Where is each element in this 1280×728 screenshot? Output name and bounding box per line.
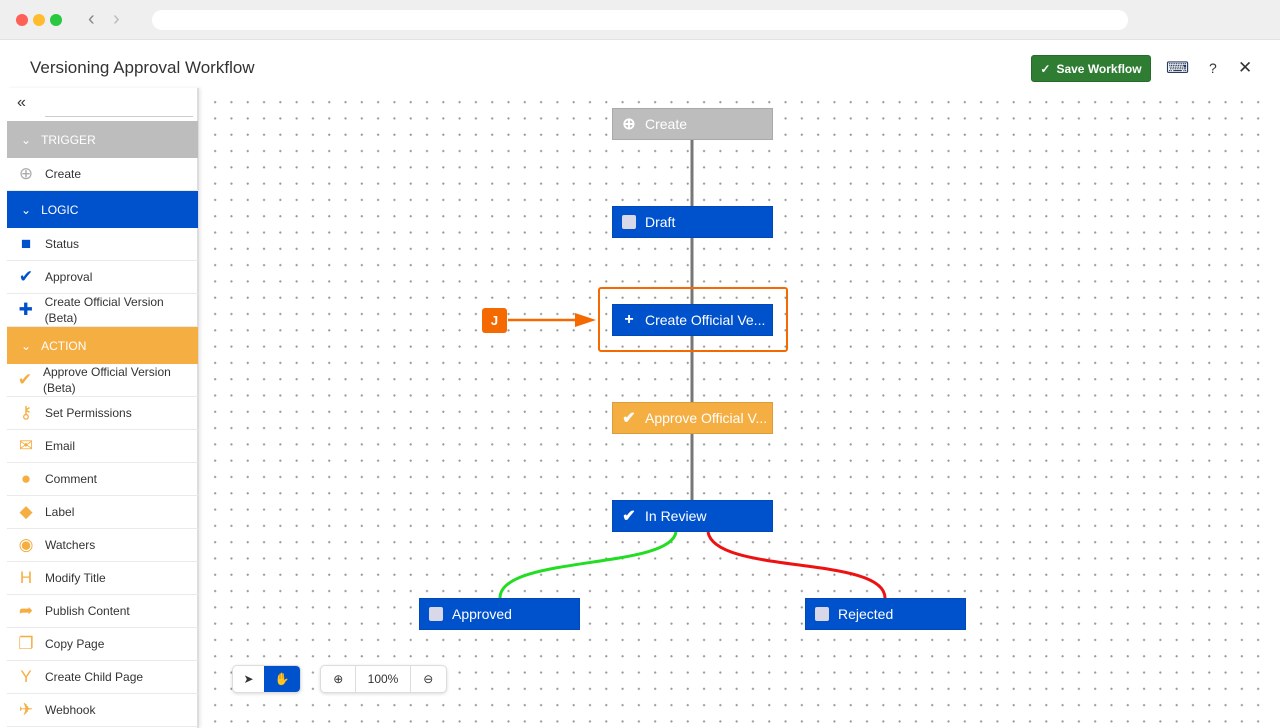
minimize-window-button[interactable] (33, 14, 45, 26)
save-workflow-button[interactable]: ✓Save Workflow (1031, 55, 1151, 82)
square-icon (622, 215, 636, 229)
sidebar-item[interactable]: ✚Create Official Version (Beta) (7, 294, 198, 327)
address-bar[interactable] (152, 10, 1128, 30)
maximize-window-button[interactable] (50, 14, 62, 26)
annotation-badge: J (482, 308, 507, 333)
check-icon: ✓ (1040, 61, 1051, 76)
workflow-node-rejected[interactable]: Rejected (805, 598, 966, 630)
forward-icon[interactable]: › (113, 8, 120, 30)
select-tool-button[interactable]: ➤ (233, 666, 264, 692)
group-header-action[interactable]: ⌄ACTION (7, 327, 198, 364)
publish-icon: ➦ (18, 601, 34, 620)
browser-chrome: ‹ › (0, 0, 1280, 40)
group-header-trigger[interactable]: ⌄TRIGGER (7, 121, 198, 158)
square-icon (815, 607, 829, 621)
sidebar-item[interactable]: ✉Email (7, 430, 198, 463)
eye-icon: ◉ (18, 535, 34, 554)
pan-tool-button[interactable]: ✋ (264, 666, 300, 692)
sidebar-item[interactable]: ●Comment (7, 463, 198, 496)
plane-icon: ✈ (18, 700, 34, 719)
sidebar: « ⌄TRIGGER⊕Create⌄LOGIC■Status✔Approval✚… (7, 88, 199, 728)
zoom-out-button[interactable]: ⊖ (411, 666, 446, 692)
sidebar-item[interactable]: ⊕Create (7, 158, 198, 191)
plus-icon: ✚ (18, 300, 33, 319)
chevron-down-icon: ⌄ (21, 338, 32, 353)
workflow-node-in-review[interactable]: ✔In Review (612, 500, 773, 532)
help-button[interactable]: ? (1209, 60, 1217, 76)
workflow-node-approve-official-v[interactable]: ✔Approve Official V... (612, 402, 773, 434)
group-header-logic[interactable]: ⌄LOGIC (7, 191, 198, 228)
hand-icon: ✋ (274, 672, 290, 686)
keyboard-icon[interactable]: ⌨ (1166, 60, 1190, 77)
chevron-down-icon: ⌄ (21, 132, 32, 147)
zoom-level: 100% (356, 666, 411, 692)
workflow-node-draft[interactable]: Draft (612, 206, 773, 238)
zoom-out-icon: ⊖ (423, 672, 434, 686)
highlight-box (598, 287, 788, 352)
tag-icon: ◆ (19, 502, 33, 521)
sidebar-item[interactable]: ✔Approve Official Version (Beta) (7, 364, 198, 397)
envelope-icon: ✉ (18, 436, 34, 455)
plus-icon: + (624, 311, 634, 328)
workflow-node-create[interactable]: ⊕Create (612, 108, 773, 140)
check-icon: ✔ (17, 370, 33, 389)
component-list: ⌄TRIGGER⊕Create⌄LOGIC■Status✔Approval✚Cr… (7, 121, 198, 727)
close-button[interactable]: ✕ (1238, 58, 1253, 77)
comment-icon: ● (20, 469, 32, 488)
check-icon: ✔ (18, 267, 34, 286)
sidebar-item[interactable]: ■Status (7, 228, 198, 261)
workflow-node-approved[interactable]: Approved (419, 598, 580, 630)
sidebar-item[interactable]: ➦Publish Content (7, 595, 198, 628)
pointer-icon: ➤ (243, 672, 254, 686)
plus-circle-icon: ⊕ (622, 116, 636, 133)
back-icon[interactable]: ‹ (88, 8, 95, 30)
check-icon: ✔ (622, 410, 636, 427)
square-icon (429, 607, 443, 621)
child-icon: Y (20, 667, 32, 686)
tool-switcher: ➤ ✋ (232, 665, 301, 693)
plus-circle-icon: ⊕ (18, 164, 34, 183)
page-title: Versioning Approval Workflow (30, 58, 255, 77)
sidebar-item[interactable]: ⚷Set Permissions (7, 397, 198, 430)
sidebar-item[interactable]: ❐Copy Page (7, 628, 198, 661)
sidebar-item[interactable]: ✈Webhook (7, 694, 198, 727)
workflow-node-create-official-ve[interactable]: +Create Official Ve... (612, 304, 773, 336)
square-icon: ■ (20, 234, 32, 253)
check-icon: ✔ (622, 508, 636, 525)
collapse-sidebar-button[interactable]: « (17, 94, 26, 111)
zoom-in-icon: ⊕ (333, 672, 344, 686)
chevron-down-icon: ⌄ (21, 202, 32, 217)
zoom-in-button[interactable]: ⊕ (321, 666, 357, 692)
key-icon: ⚷ (19, 403, 33, 422)
sidebar-item[interactable]: ✔Approval (7, 261, 198, 294)
sidebar-search[interactable] (45, 116, 193, 117)
close-window-button[interactable] (16, 14, 28, 26)
sidebar-item[interactable]: ◆Label (7, 496, 198, 529)
sidebar-item[interactable]: ◉Watchers (7, 529, 198, 562)
copy-icon: ❐ (18, 634, 34, 653)
zoom-controls: ⊕ 100% ⊖ (320, 665, 447, 693)
heading-icon: H (19, 568, 33, 587)
